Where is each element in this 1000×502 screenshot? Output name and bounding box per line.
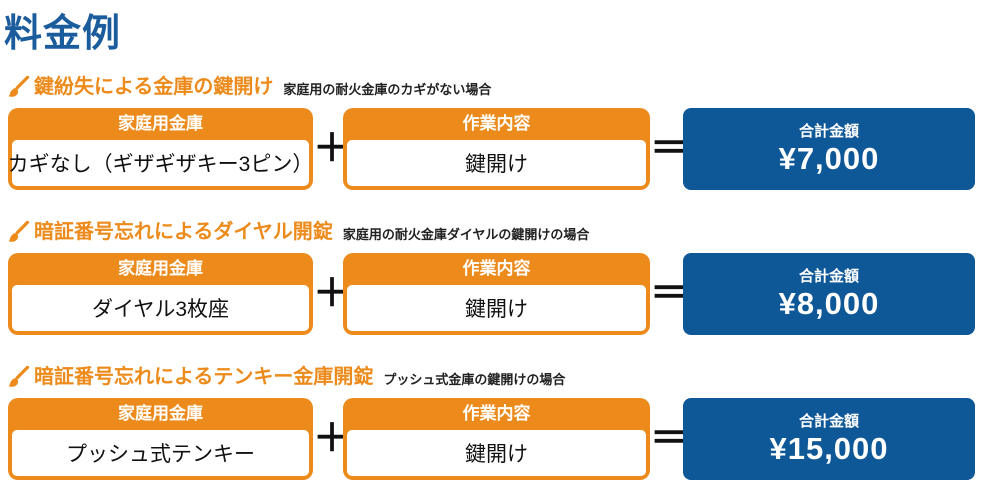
work-type-value: 鍵開け — [347, 430, 646, 476]
section-title: 暗証番号忘れによるダイヤル開錠 — [34, 221, 333, 243]
work-type-header: 作業内容 — [462, 114, 531, 133]
price-formula-row: 家庭用金庫 カギなし（ギザギザキー3ピン） ＋ 作業内容 鍵開け ＝ 合計金額 … — [8, 108, 1000, 190]
section-title: 鍵紛失による金庫の鍵開け — [34, 76, 274, 98]
work-type-box: 作業内容 鍵開け — [343, 108, 650, 190]
safe-type-value: プッシュ式テンキー — [12, 430, 309, 476]
total-price-value: ¥7,000 — [778, 141, 880, 176]
pricing-section-lost-key: 鍵紛失による金庫の鍵開け 家庭用の耐火金庫のカギがない場合 家庭用金庫 カギなし… — [0, 75, 1000, 190]
safe-type-box: 家庭用金庫 カギなし（ギザギザキー3ピン） — [8, 108, 313, 190]
equals-operator: ＝ — [650, 418, 689, 460]
work-type-value: 鍵開け — [347, 140, 646, 186]
safe-type-value: ダイヤル3枚座 — [12, 285, 309, 331]
total-price-header: 合計金額 — [798, 123, 859, 140]
safe-type-header: 家庭用金庫 — [118, 114, 203, 133]
price-formula-row: 家庭用金庫 ダイヤル3枚座 ＋ 作業内容 鍵開け ＝ 合計金額 ¥8,000 — [8, 253, 1000, 335]
work-type-box: 作業内容 鍵開け — [343, 253, 650, 335]
brush-pen-icon — [8, 221, 30, 242]
safe-type-box: 家庭用金庫 ダイヤル3枚座 — [8, 253, 313, 335]
total-price-box: 合計金額 ¥7,000 — [683, 108, 975, 190]
total-price-box: 合計金額 ¥15,000 — [683, 398, 975, 480]
safe-type-header: 家庭用金庫 — [118, 404, 203, 423]
work-type-value: 鍵開け — [347, 285, 646, 331]
plus-operator: ＋ — [313, 418, 352, 460]
total-price-header: 合計金額 — [798, 268, 859, 285]
section-note: プッシュ式金庫の鍵開けの場合 — [383, 372, 566, 387]
safe-type-box: 家庭用金庫 プッシュ式テンキー — [8, 398, 313, 480]
safe-type-value: カギなし（ギザギザキー3ピン） — [8, 140, 313, 186]
work-type-box: 作業内容 鍵開け — [343, 398, 650, 480]
pricing-section-keypad-unlock: 暗証番号忘れによるテンキー金庫開錠 プッシュ式金庫の鍵開けの場合 家庭用金庫 プ… — [0, 365, 1000, 480]
pricing-section-dial-unlock: 暗証番号忘れによるダイヤル開錠 家庭用の耐火金庫ダイヤルの鍵開けの場合 家庭用金… — [0, 220, 1000, 335]
total-price-value: ¥15,000 — [769, 431, 889, 466]
plus-operator: ＋ — [313, 128, 352, 170]
total-price-value: ¥8,000 — [778, 286, 880, 321]
work-type-header: 作業内容 — [462, 404, 531, 423]
page-title: 料金例 — [4, 13, 122, 55]
work-type-header: 作業内容 — [462, 259, 531, 278]
section-note: 家庭用の耐火金庫ダイヤルの鍵開けの場合 — [342, 227, 590, 242]
brush-pen-icon — [8, 76, 30, 97]
total-price-header: 合計金額 — [798, 413, 859, 430]
section-heading: 鍵紛失による金庫の鍵開け 家庭用の耐火金庫のカギがない場合 — [6, 75, 1000, 100]
section-note: 家庭用の耐火金庫のカギがない場合 — [283, 82, 492, 97]
section-heading: 暗証番号忘れによるテンキー金庫開錠 プッシュ式金庫の鍵開けの場合 — [6, 365, 1000, 390]
pricing-examples-panel: 料金例 鍵紛失による金庫の鍵開け 家庭用の耐火金庫のカギがない場合 家庭用金庫 … — [0, 13, 1000, 480]
equals-operator: ＝ — [650, 273, 689, 315]
safe-type-header: 家庭用金庫 — [118, 259, 203, 278]
plus-operator: ＋ — [313, 273, 352, 315]
total-price-box: 合計金額 ¥8,000 — [683, 253, 975, 335]
section-heading: 暗証番号忘れによるダイヤル開錠 家庭用の耐火金庫ダイヤルの鍵開けの場合 — [6, 220, 1000, 245]
equals-operator: ＝ — [650, 128, 689, 170]
price-formula-row: 家庭用金庫 プッシュ式テンキー ＋ 作業内容 鍵開け ＝ 合計金額 ¥15,00… — [8, 398, 1000, 480]
section-title: 暗証番号忘れによるテンキー金庫開錠 — [34, 366, 374, 388]
brush-pen-icon — [8, 366, 30, 387]
